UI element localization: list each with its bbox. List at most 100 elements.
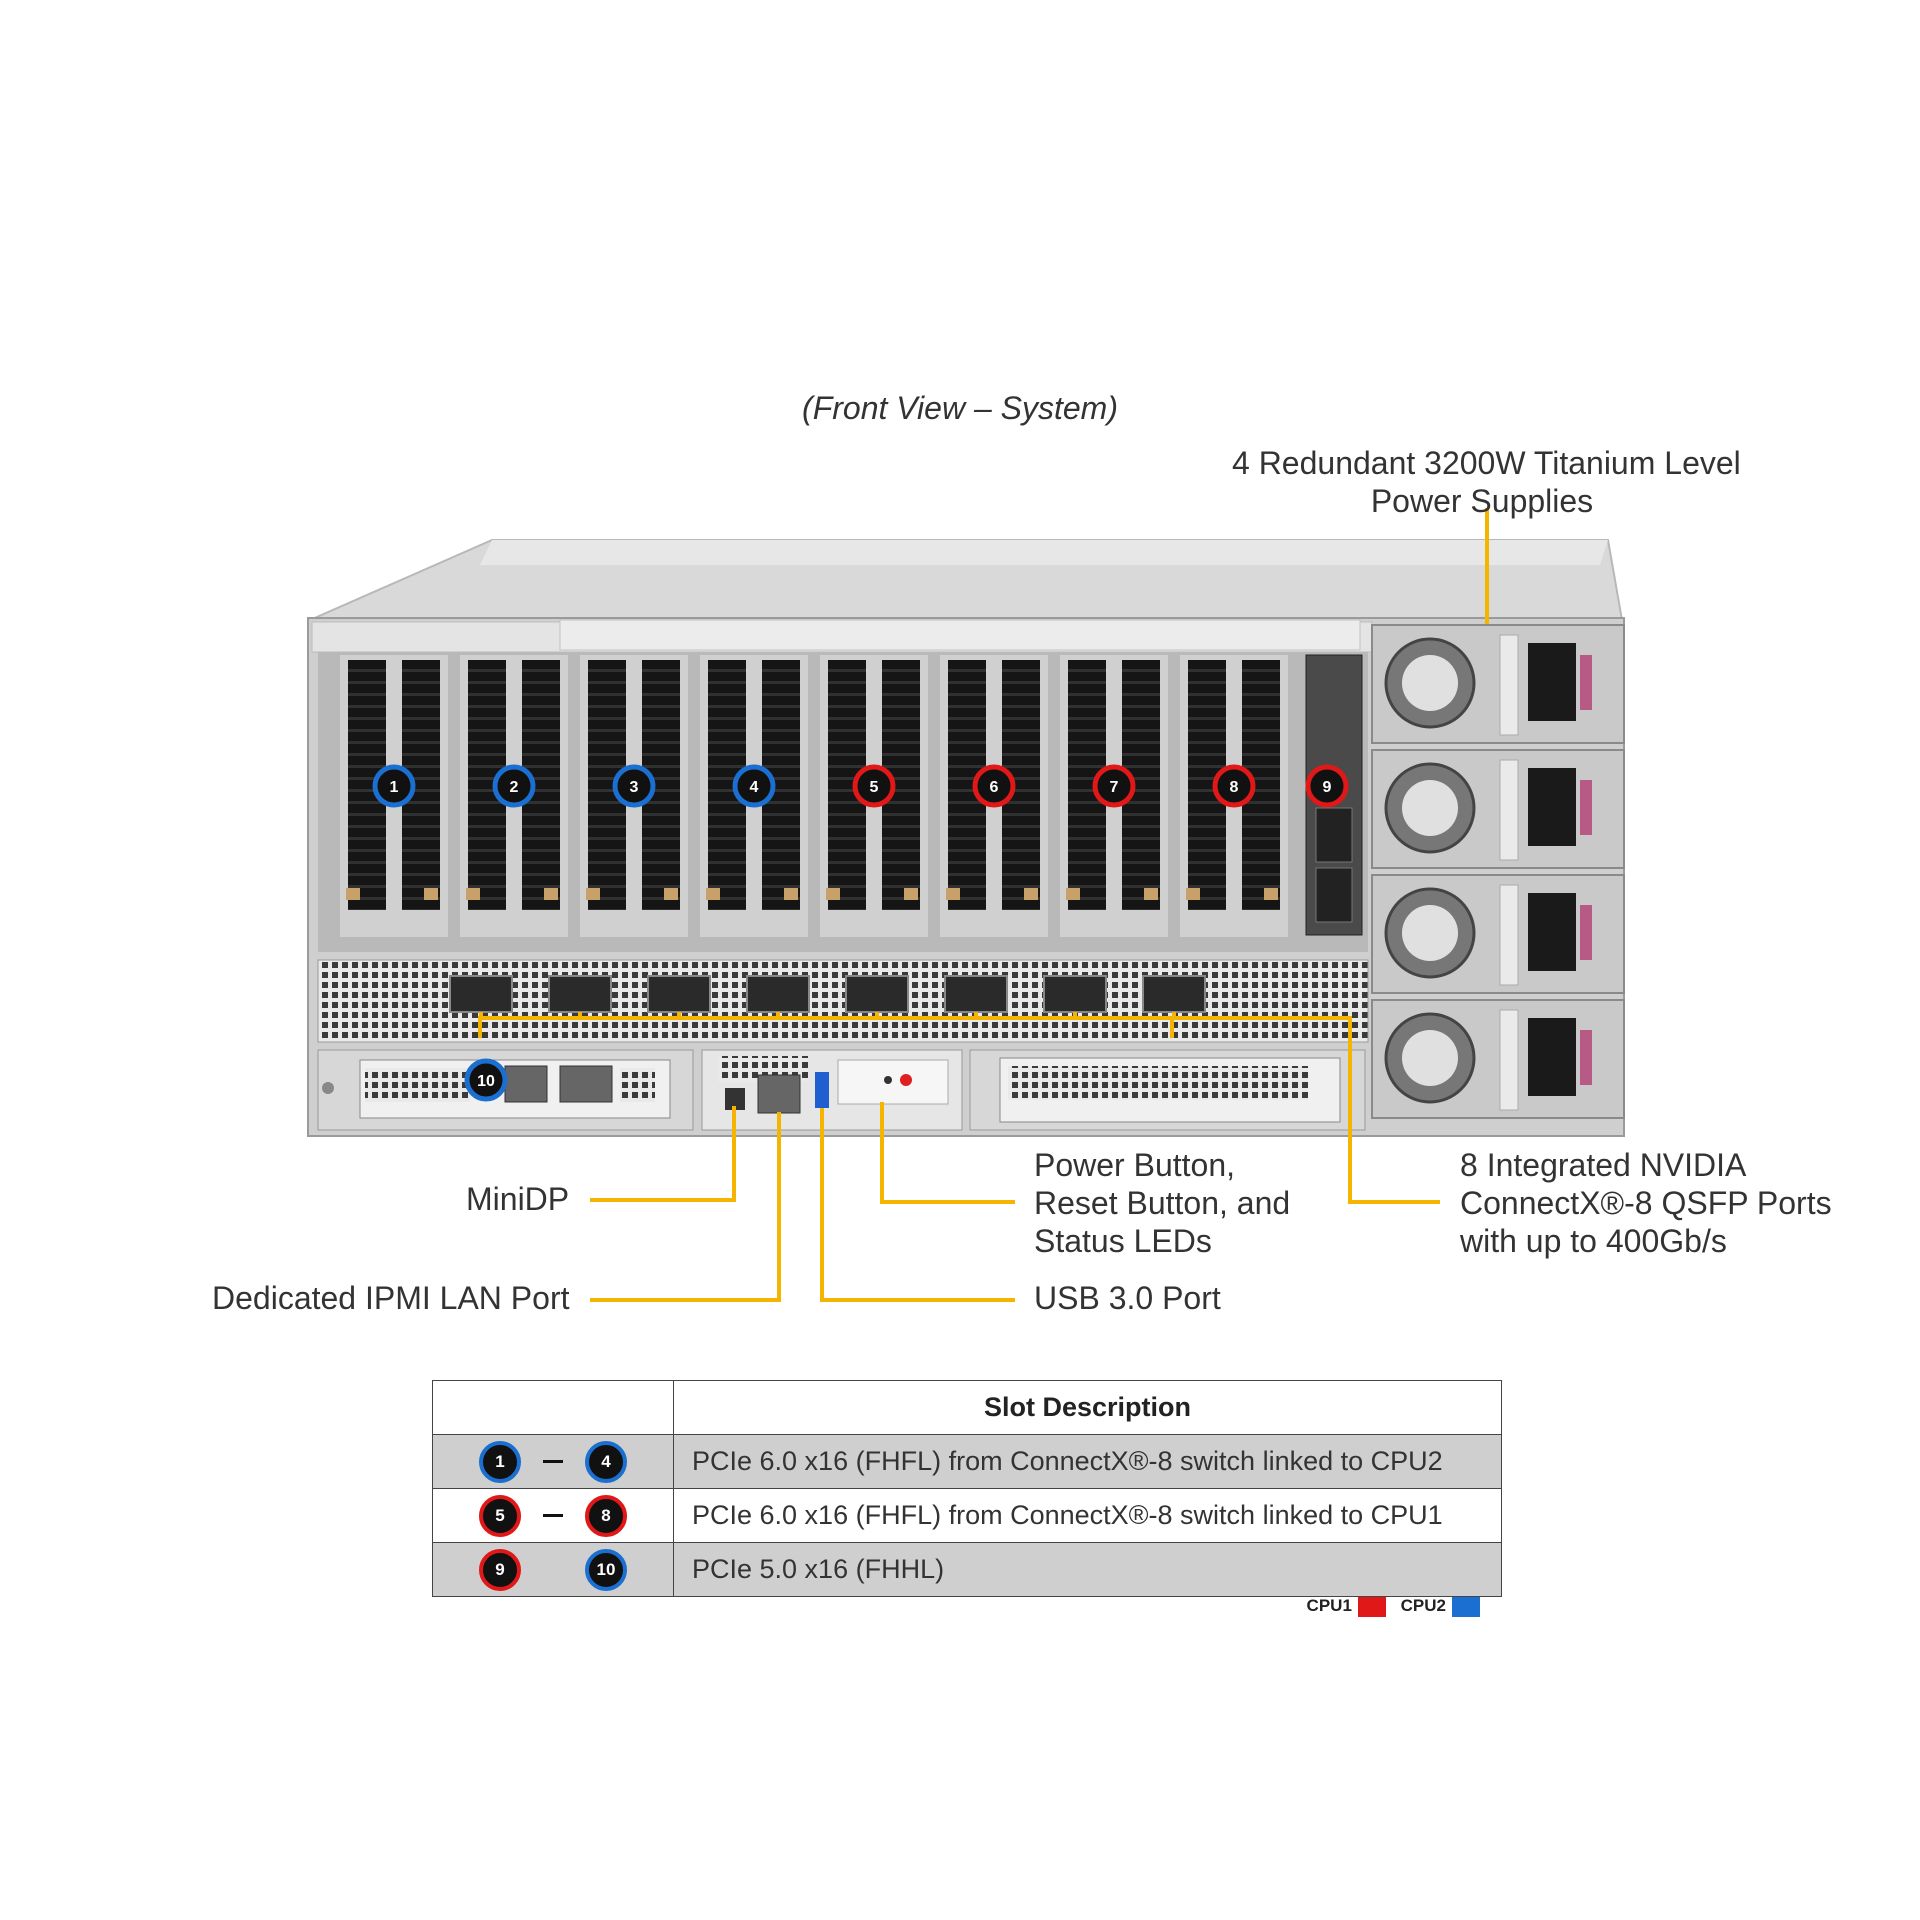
slot-badge-num-4: 4 — [750, 779, 759, 796]
minidp-label: MiniDP — [466, 1181, 570, 1217]
qsfp-bracket-h — [478, 1016, 1174, 1038]
legend-cpu2-label: CPU2 — [1400, 1596, 1446, 1615]
top-bracket — [559, 619, 1361, 651]
slot-badge-3 — [612, 764, 656, 808]
psu-latch-1 — [1580, 655, 1592, 710]
table-header-row: Slot Description — [432, 1380, 1502, 1435]
slot-badge-5 — [852, 764, 896, 808]
slot-badge-4 — [732, 764, 776, 808]
bottom-left-grill-2 — [620, 1068, 655, 1102]
slot-badge-2 — [492, 764, 536, 808]
table-header-title: Slot Description — [673, 1380, 1502, 1435]
slot-badge-to: 4 — [585, 1440, 627, 1483]
usb-callout-line — [820, 1108, 1015, 1302]
lan-port-2 — [559, 1065, 613, 1103]
usb-label: USB 3.0 Port — [1034, 1280, 1221, 1316]
control-panel — [837, 1059, 949, 1105]
psu-fan-hub-3 — [1402, 905, 1458, 961]
slot-tab-b-7 — [1144, 888, 1158, 900]
slot-description-cell: PCIe 6.0 x16 (FHFL) from ConnectX®-8 swi… — [673, 1488, 1502, 1543]
slot-tab-a-8 — [1186, 888, 1200, 900]
slot-description-cell: PCIe 6.0 x16 (FHFL) from ConnectX®-8 swi… — [673, 1434, 1502, 1489]
range-dash — [543, 1460, 563, 1463]
slot-tab-a-1 — [346, 888, 360, 900]
nvidia-callout-label: 8 Integrated NVIDIA ConnectX®-8 QSFP Por… — [1460, 1146, 1832, 1260]
slot-badge-num-7: 7 — [1110, 779, 1119, 796]
legend-cpu2-swatch — [1452, 1596, 1480, 1617]
lan-port-1 — [504, 1065, 548, 1103]
bottom-right-grill — [1008, 1066, 1308, 1100]
psu-label-line1: 4 Redundant 3200W Titanium Level — [1232, 445, 1741, 481]
slot-tab-b-8 — [1264, 888, 1278, 900]
slot-badge-num-3: 3 — [630, 779, 639, 796]
nvidia-label-line3: with up to 400Gb/s — [1460, 1223, 1727, 1259]
psu-inlet-4 — [1528, 1018, 1576, 1096]
table-header-blank — [432, 1380, 674, 1435]
bottom-left-grill — [365, 1068, 470, 1102]
slot-tab-b-1 — [424, 888, 438, 900]
legend-cpu1-swatch — [1357, 1596, 1386, 1617]
psu-handle-4 — [1499, 1009, 1519, 1111]
nvidia-label-line2: ConnectX®-8 QSFP Ports — [1460, 1185, 1832, 1221]
slot-badge-6 — [972, 764, 1016, 808]
minidp-callout-line — [590, 1106, 736, 1202]
qsfp-port-2 — [548, 975, 612, 1013]
psu-label-line2: Power Supplies — [1370, 483, 1594, 519]
ipmi-callout-line — [590, 1112, 781, 1302]
slot-badge-9 — [1305, 764, 1349, 808]
slot-tab-a-2 — [466, 888, 480, 900]
psu-stack — [1371, 624, 1625, 1119]
chassis-top-shade — [480, 540, 1608, 565]
qsfp-port-4 — [746, 975, 810, 1013]
slot9-port-a — [1315, 807, 1353, 863]
slot-badge-num-10: 10 — [477, 1073, 495, 1090]
power-callout-label: Power Button, Reset Button, and Status L… — [1034, 1146, 1290, 1260]
qsfp-port-7 — [1043, 975, 1107, 1013]
psu-inlet-1 — [1528, 643, 1576, 721]
qsfp-port-5 — [845, 975, 909, 1013]
slot-badge-8 — [1212, 764, 1256, 808]
psu-fan-hub-2 — [1402, 780, 1458, 836]
psu-handle-1 — [1499, 634, 1519, 736]
range-dash — [543, 1514, 563, 1517]
psu-callout-label: 4 Redundant 3200W Titanium Level Power S… — [1232, 444, 1741, 520]
panel-screw — [322, 1082, 334, 1094]
slot-badge-num-6: 6 — [990, 779, 999, 796]
slot-tab-a-6 — [946, 888, 960, 900]
psu-fan-hub-1 — [1402, 655, 1458, 711]
psu-latch-4 — [1580, 1030, 1592, 1085]
slot-tab-b-3 — [664, 888, 678, 900]
slot-description-cell: PCIe 5.0 x16 (FHHL) — [673, 1542, 1502, 1597]
slot-tab-a-7 — [1066, 888, 1080, 900]
reset-button — [884, 1076, 892, 1084]
ipmi-port — [757, 1074, 801, 1114]
qsfp-ports — [449, 975, 1206, 1013]
slot-badge-to: 10 — [585, 1548, 627, 1591]
qsfp-port-3 — [647, 975, 711, 1013]
slot-tab-b-5 — [904, 888, 918, 900]
callout-lines — [478, 508, 1489, 1302]
psu-latch-3 — [1580, 905, 1592, 960]
power-label-line2: Reset Button, and — [1034, 1185, 1291, 1221]
slot-tab-a-5 — [826, 888, 840, 900]
minidp-port — [725, 1088, 745, 1110]
psu-inlet-3 — [1528, 893, 1576, 971]
psu-inlet-2 — [1528, 768, 1576, 846]
power-callout-line — [880, 1102, 1015, 1204]
slot-tab-a-4 — [706, 888, 720, 900]
slot-tab-b-4 — [784, 888, 798, 900]
qsfp-port-6 — [944, 975, 1008, 1013]
cpu-legend: CPU1 CPU2 — [1307, 1596, 1490, 1617]
qsfp-port-8 — [1142, 975, 1206, 1013]
ipmi-label: Dedicated IPMI LAN Port — [212, 1280, 570, 1316]
slot-tab-a-3 — [586, 888, 600, 900]
